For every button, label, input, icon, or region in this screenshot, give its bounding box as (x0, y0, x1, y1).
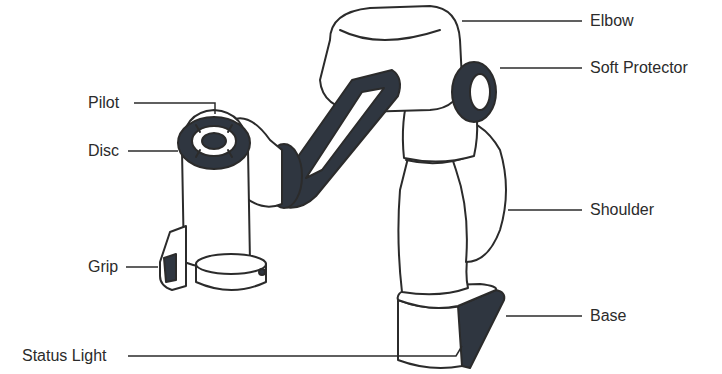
part-label: Shoulder (590, 200, 654, 220)
part-label: Base (590, 306, 626, 326)
part-label: Disc (88, 141, 119, 161)
part-label: Elbow (590, 11, 634, 31)
part-label: Pilot (88, 93, 119, 113)
part-label: Grip (88, 257, 118, 277)
part-label: Soft Protector (590, 58, 688, 78)
part-label: Status Light (22, 346, 107, 366)
